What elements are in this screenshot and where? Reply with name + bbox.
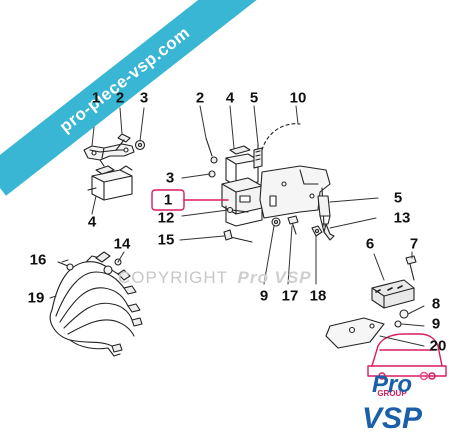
callout-10: 10 (289, 89, 307, 107)
left-washer-part (134, 139, 146, 151)
control-module-part (371, 279, 415, 309)
module-bolt-part (405, 255, 417, 281)
long-bolt-part (223, 229, 253, 243)
logo-accent-dot (419, 371, 429, 381)
callout-15: 15 (157, 231, 175, 249)
callout-9-b: 9 (431, 315, 441, 333)
left-bolt-part (115, 133, 131, 151)
callout-2-mid: 2 (195, 89, 205, 107)
left-bracket-part (83, 143, 135, 167)
nut-18-part (311, 225, 323, 237)
callout-4-left: 4 (87, 213, 97, 231)
callout-5-right: 5 (393, 189, 403, 207)
coil-bolt-part (226, 206, 249, 214)
washer-9-part (271, 217, 281, 227)
callout-6: 6 (365, 235, 375, 253)
callout-14: 14 (113, 235, 131, 253)
spark-plug-part (317, 187, 331, 233)
logo-tagline: GROUP (377, 389, 407, 398)
callout-20: 20 (429, 337, 447, 355)
wiring-harness-part (49, 251, 143, 357)
callout-17: 17 (281, 287, 299, 305)
callout-1-mid: 1 (163, 191, 173, 209)
watermark-copyright: COPYRIGHT (118, 268, 228, 287)
callout-4-mid: 4 (225, 89, 235, 107)
screw-17-part (287, 215, 299, 235)
logo-line2: VSP (362, 402, 423, 435)
callout-7: 7 (409, 235, 419, 253)
center-ignition-coil-part (221, 145, 263, 227)
logo-line1: Pro (372, 371, 412, 398)
provsp-logo: GROUP Pro VSP (362, 371, 429, 435)
callout-3-left: 3 (139, 89, 149, 107)
callout-16: 16 (29, 251, 47, 269)
module-bracket-part (325, 317, 385, 349)
small-spark-plug-part (323, 223, 335, 241)
car-silhouette (367, 333, 447, 380)
callout-1-left: 1 (91, 89, 101, 107)
left-ignition-coil-part (87, 165, 133, 201)
leader-lines (49, 105, 425, 347)
callout-18: 18 (309, 287, 327, 305)
copyright-watermark: COPYRIGHT Pro VSP (118, 268, 312, 288)
callout-5-top: 5 (249, 89, 259, 107)
center-bolt-part (205, 137, 218, 164)
callout-3-mid: 3 (165, 169, 175, 187)
callout-9-a: 9 (259, 287, 269, 305)
callout-8: 8 (431, 295, 441, 313)
callout-13: 13 (393, 209, 411, 227)
module-washer-part (394, 309, 409, 328)
callout-19: 19 (27, 289, 45, 307)
watermark-brand: Pro VSP (237, 268, 312, 287)
spark-plug-cap-part (253, 143, 263, 169)
callout-12: 12 (157, 209, 175, 227)
callout-2-left: 2 (115, 89, 125, 107)
highlight-callout-box (151, 189, 229, 211)
